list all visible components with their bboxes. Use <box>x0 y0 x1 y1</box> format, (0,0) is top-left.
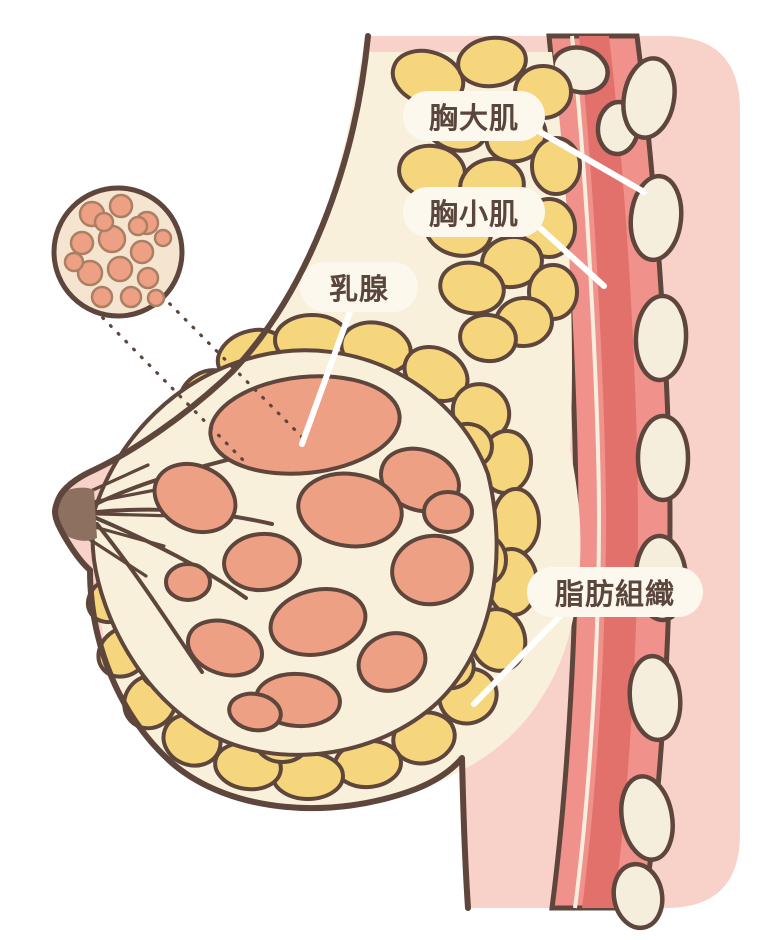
adipose-tissue-layer-item <box>438 260 506 316</box>
label-pectoralis-major: 胸大肌 <box>403 91 545 141</box>
inset-lobules-item <box>119 285 143 309</box>
gland-lobes <box>152 374 474 733</box>
inset-lobules-item <box>153 228 173 248</box>
magnifier-line-right <box>160 294 305 440</box>
magnified-inset <box>51 185 305 462</box>
gland-lobes-item <box>268 587 368 657</box>
inset-lobules-item <box>69 230 95 256</box>
label-adipose-tissue: 脂肪組織 <box>527 567 703 617</box>
gland-lobes-item <box>422 490 474 534</box>
label-pectoralis-major-text: 胸大肌 <box>428 101 519 135</box>
inset-lobules-item <box>76 259 104 287</box>
ribs-item <box>633 293 689 383</box>
inset-lobules <box>63 193 173 309</box>
gland-lobes-item <box>296 471 404 549</box>
ribs-item <box>619 774 675 862</box>
gland-lobes-item <box>185 618 265 678</box>
pectoral-muscles <box>546 33 691 931</box>
leader-adipose-tissue <box>471 607 569 707</box>
gland-lobes-item <box>227 691 283 733</box>
ribs-item <box>628 173 684 263</box>
adipose-tissue-layer-item <box>530 136 582 196</box>
inset-lobules-item <box>108 193 134 219</box>
muscle-inner-stripe <box>579 36 638 908</box>
inset-lobules-item <box>90 285 114 309</box>
leader-pectoralis-major <box>537 129 647 195</box>
ribs <box>550 45 691 931</box>
label-mammary-gland: 乳腺 <box>300 262 418 312</box>
inset-lobules-item <box>136 266 160 290</box>
magnifier-line-left <box>93 308 245 462</box>
inset-lobules-item <box>63 251 85 273</box>
inset-lobules-item <box>106 255 134 283</box>
label-pectoralis-minor-text: 胸小肌 <box>428 197 519 231</box>
inset-lobules-item <box>146 288 166 308</box>
nipple <box>58 487 97 541</box>
gland-lobes-item <box>222 531 302 593</box>
body-contour <box>52 33 471 911</box>
label-adipose-tissue-text: 脂肪組織 <box>554 577 675 611</box>
adipose-tissue-layer-item <box>458 312 518 364</box>
mammary-gland <box>60 348 499 757</box>
gland-lobes-item <box>208 374 402 476</box>
leader-mammary-gland <box>299 303 355 447</box>
nipple-shadow <box>58 487 97 541</box>
ribs-item <box>611 861 665 931</box>
inset-lobules-item <box>127 215 149 237</box>
gland-lobes-item <box>164 562 212 602</box>
ribs-item <box>627 653 683 743</box>
leader-lines <box>299 129 647 707</box>
ribs-item <box>635 413 691 503</box>
label-pectoralis-minor: 胸小肌 <box>403 187 545 237</box>
label-mammary-gland-text: 乳腺 <box>328 272 389 306</box>
inset-lobules-item <box>93 211 115 233</box>
ribs-item <box>621 56 677 140</box>
milk-ducts-item <box>94 516 248 600</box>
gland-lobes-item <box>356 631 428 693</box>
gland-lobes-item <box>152 461 238 535</box>
gland-lobes-item <box>390 533 474 607</box>
leader-pectoralis-minor <box>537 225 607 289</box>
muscle-separation-line <box>570 35 602 909</box>
adipose-tissue-layer-item <box>456 35 528 89</box>
inset-lobules-item <box>129 239 155 265</box>
